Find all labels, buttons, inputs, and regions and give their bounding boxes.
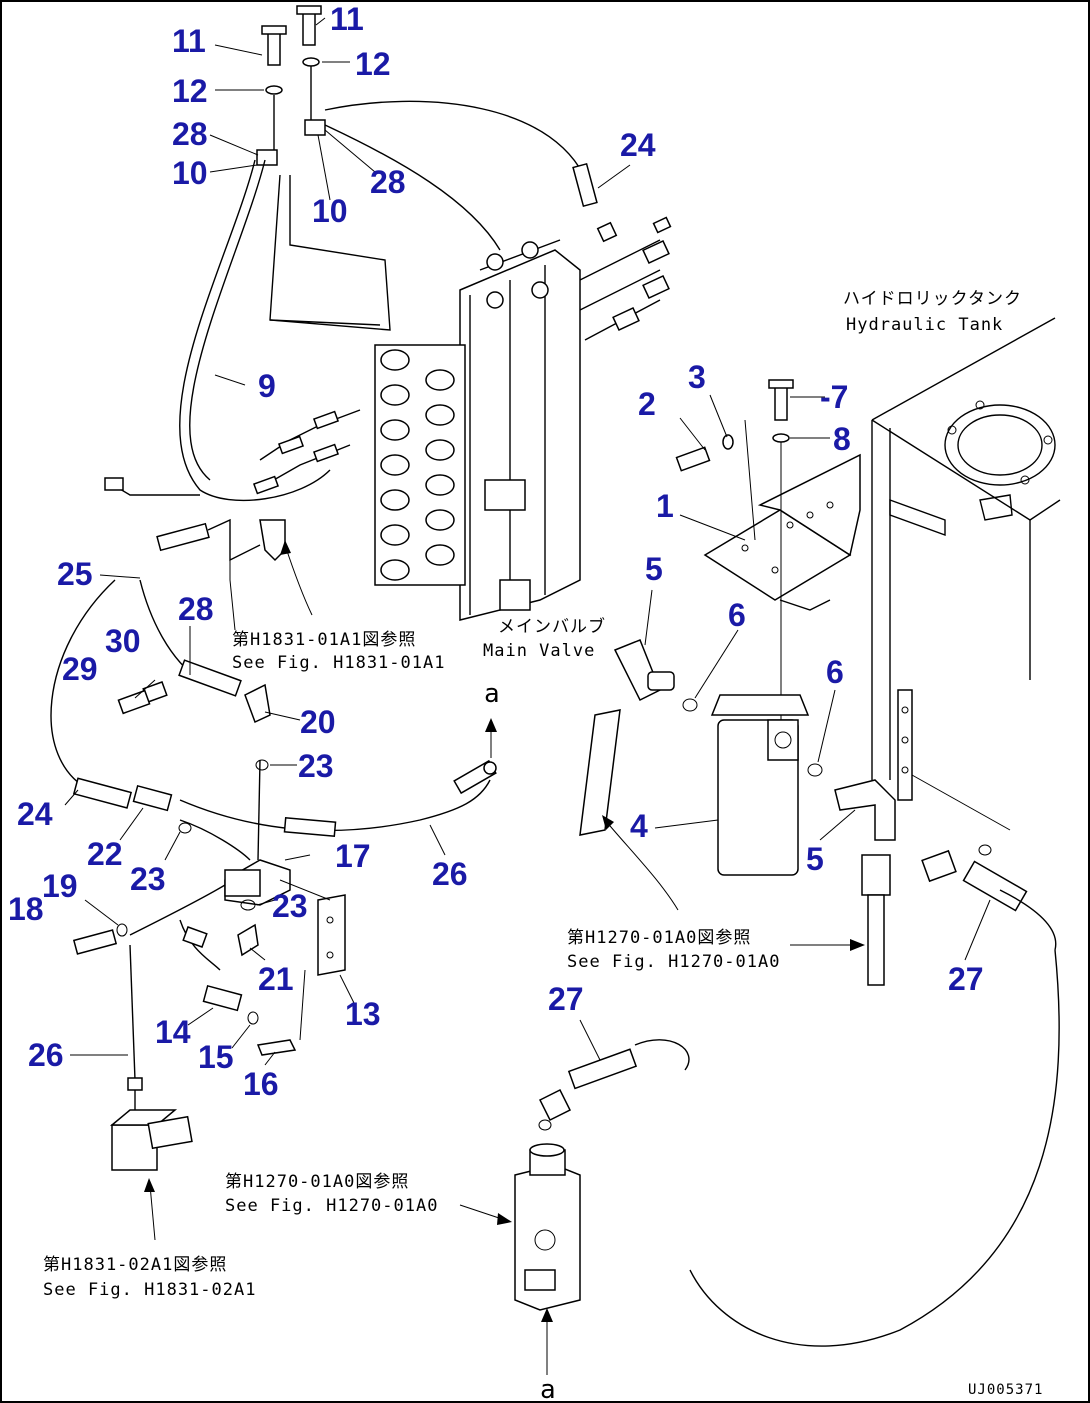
connector-a-bottom: a [540,1375,557,1403]
ref4-en: See Fig. H1831-02A1 [43,1280,256,1300]
valve-spools [380,349,455,581]
callout-11: 11 [172,23,206,59]
callout-11: 11 [330,1,364,37]
callout-28: 28 [172,116,208,152]
callout-29: 29 [62,651,98,687]
ref2-jp: 第H1270-01A0図参照 [567,928,751,948]
ref2-en: See Fig. H1270-01A0 [567,952,780,972]
callout-18: 18 [8,891,44,927]
callout-5: 5 [806,841,824,877]
callout-4: 4 [630,808,648,844]
callout-7: -7 [820,379,848,415]
callout-30: 30 [105,623,141,659]
reference-arrows [144,540,865,1375]
ref3-en: See Fig. H1270-01A0 [225,1196,438,1216]
tank-label-en: Hydraulic Tank [846,315,1003,335]
clamp-assembly [104,5,598,502]
ref1-en: See Fig. H1831-01A1 [232,653,445,673]
callout-26: 26 [432,856,468,892]
callout-12: 12 [172,73,208,109]
callout-6: 6 [728,597,746,633]
main-valve [252,216,672,621]
connector-a-top: a [484,679,501,709]
callout-28: 28 [178,591,214,627]
callout-17: 17 [335,838,371,874]
callout-22: 22 [87,836,123,872]
leader-lines [64,17,991,1066]
callouts: 11 11 12 12 28 28 28 10 10 24 24 9 2 3 -… [8,1,984,1102]
callout-1: 1 [656,488,674,524]
callout-10: 10 [172,155,208,191]
callout-26: 26 [28,1037,64,1073]
bottom-pump-valve [514,889,1060,1347]
callout-23: 23 [272,888,308,924]
callout-10: 10 [312,193,348,229]
callout-19: 19 [42,868,78,904]
callout-9: 9 [258,368,276,404]
callout-24: 24 [620,127,656,163]
ref4-jp: 第H1831-02A1図参照 [43,1255,227,1275]
notes: ハイドロリックタンク Hydraulic Tank メインバルブ Main Va… [43,289,1043,1403]
ref3-jp: 第H1270-01A0図参照 [225,1172,409,1192]
callout-3: 3 [688,359,706,395]
callout-23: 23 [130,861,166,897]
valve-label-en: Main Valve [483,641,595,661]
callout-24: 24 [17,796,53,832]
callout-13: 13 [345,996,381,1032]
callout-8: 8 [833,421,851,457]
tank-label-jp: ハイドロリックタンク [843,289,1022,309]
callout-27: 27 [948,961,984,997]
callout-23: 23 [298,748,334,784]
callout-5: 5 [645,551,663,587]
callout-6: 6 [826,654,844,690]
filter-bracket [579,379,1028,986]
drawing-code: UJ005371 [968,1382,1043,1398]
callout-25: 25 [57,556,93,592]
callout-12: 12 [355,46,391,82]
callout-28: 28 [370,164,406,200]
left-fittings [50,518,497,1171]
hydraulic-tank [871,317,1061,801]
callout-21: 21 [258,961,294,997]
valve-label-jp: メインバルブ [498,616,606,637]
callout-27: 27 [548,981,584,1017]
callout-16: 16 [243,1066,279,1102]
callout-14: 14 [155,1014,191,1050]
callout-2: 2 [638,386,656,422]
callout-20: 20 [300,704,336,740]
callout-15: 15 [198,1039,234,1075]
ref1-jp: 第H1831-01A1図参照 [232,630,416,650]
